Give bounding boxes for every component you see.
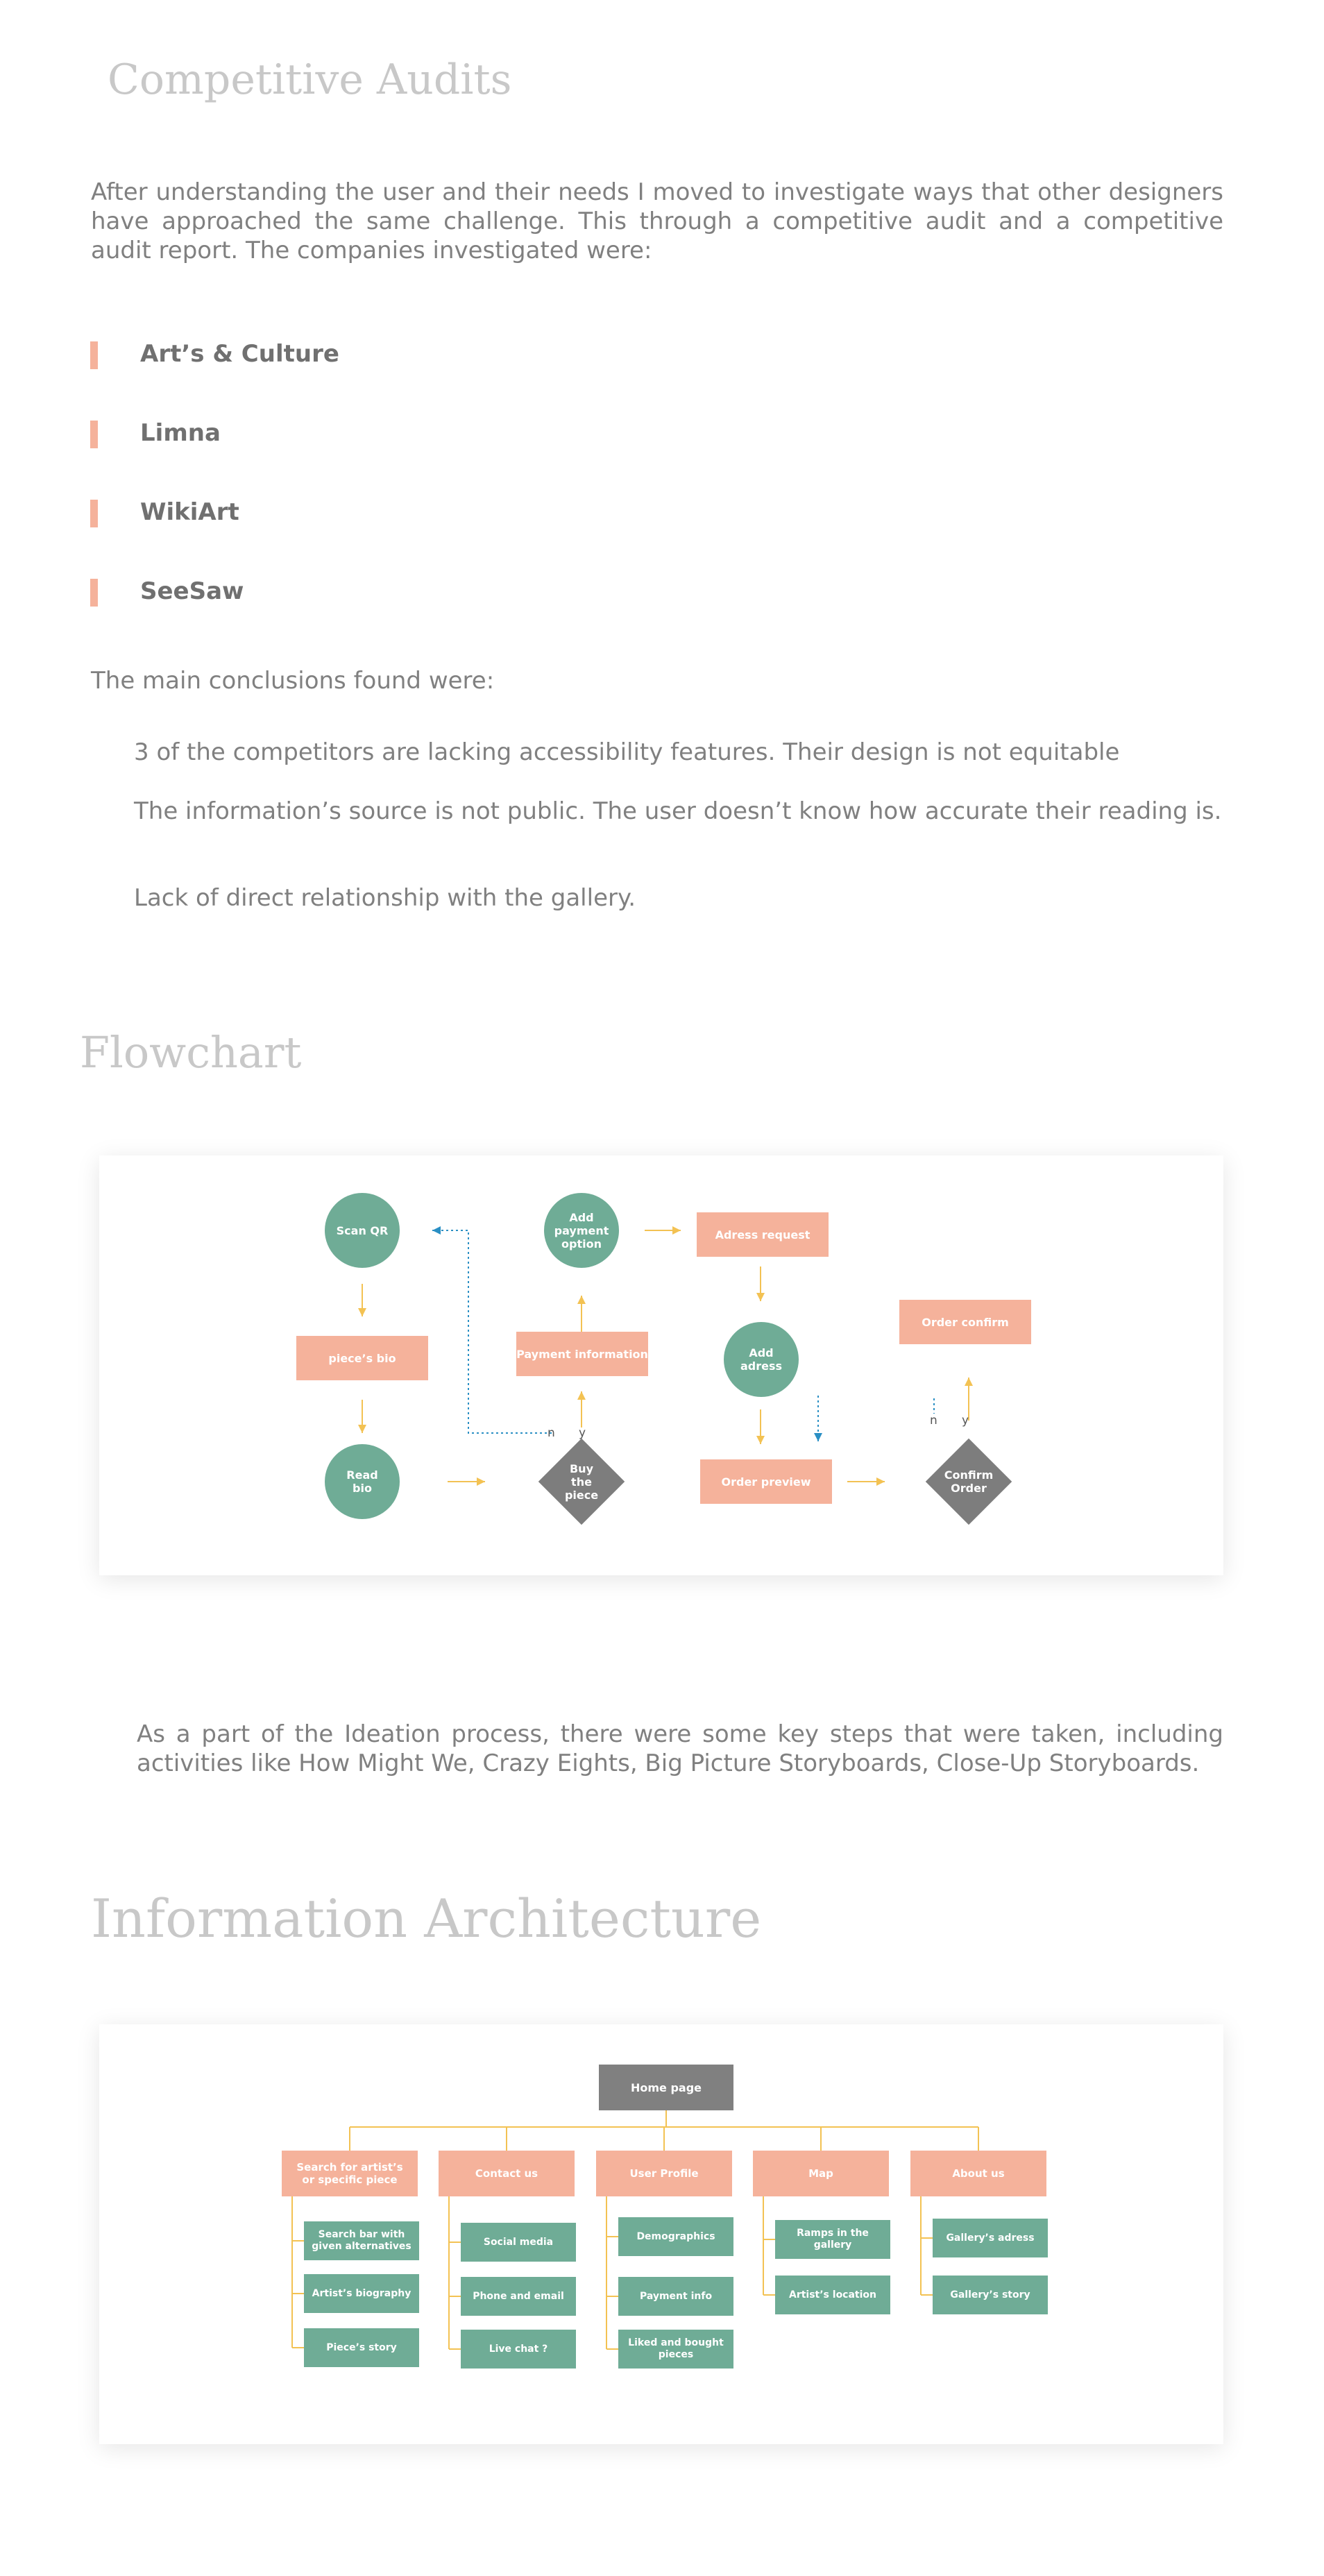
ia-card: Home page Search for artist’s or specifi… bbox=[99, 2024, 1223, 2444]
information-architecture-title: Information Architecture bbox=[91, 1888, 762, 1949]
conclusions-heading: The main conclusions found were: bbox=[91, 667, 495, 695]
node-pieces-bio: piece’s bio bbox=[296, 1336, 428, 1380]
node-adress-request: Adress request bbox=[697, 1212, 829, 1257]
branch-label-n: n bbox=[930, 1414, 937, 1427]
conclusion-item: Lack of direct relationship with the gal… bbox=[134, 884, 636, 912]
node-scan-qr: Scan QR bbox=[325, 1193, 400, 1268]
company-accent-bar bbox=[90, 500, 98, 527]
competitive-intro: After understanding the user and their n… bbox=[91, 178, 1223, 264]
company-label: SeeSaw bbox=[140, 577, 244, 605]
decision-label: Confirm Order bbox=[944, 1468, 994, 1495]
ia-head-contact-us: Contact us bbox=[439, 2151, 575, 2196]
ia-item: Gallery’s story bbox=[933, 2276, 1048, 2314]
ia-item: Ramps in the gallery bbox=[775, 2220, 890, 2259]
company-accent-bar bbox=[90, 579, 98, 607]
decision-label: Buy the piece bbox=[564, 1461, 599, 1502]
ia-item: Piece’s story bbox=[304, 2328, 419, 2367]
branch-label-y: y bbox=[962, 1414, 969, 1427]
branch-label-y: y bbox=[579, 1426, 586, 1440]
ia-item: Social media bbox=[461, 2223, 576, 2262]
node-confirm-order: Confirm Order bbox=[925, 1438, 1012, 1525]
ia-head-map: Map bbox=[753, 2151, 889, 2196]
conclusion-item: The information’s source is not public. … bbox=[134, 797, 1222, 825]
ia-item: Search bar with given alternatives bbox=[304, 2221, 419, 2260]
node-read-bio: Read bio bbox=[325, 1444, 400, 1519]
ia-item: Phone and email bbox=[461, 2277, 576, 2316]
ia-root-home-page: Home page bbox=[599, 2065, 733, 2110]
ia-head-about-us: About us bbox=[910, 2151, 1046, 2196]
node-order-confirm: Order confirm bbox=[899, 1300, 1031, 1344]
ideation-paragraph: As a part of the Ideation process, there… bbox=[137, 1720, 1223, 1777]
node-buy-the-piece: Buy the piece bbox=[538, 1438, 625, 1525]
company-accent-bar bbox=[90, 341, 98, 369]
ia-item: Payment info bbox=[618, 2277, 733, 2316]
ia-item: Artist’s location bbox=[775, 2276, 890, 2314]
ia-item: Artist’s biography bbox=[304, 2274, 419, 2313]
ia-head-search: Search for artist’s or specific piece bbox=[282, 2151, 418, 2196]
flowchart-connectors bbox=[358, 1226, 973, 1486]
ia-item: Liked and bought pieces bbox=[618, 2330, 733, 2369]
conclusion-item: 3 of the competitors are lacking accessi… bbox=[134, 738, 1120, 766]
ia-item: Demographics bbox=[618, 2217, 733, 2256]
node-payment-information: Payment information bbox=[516, 1332, 648, 1376]
ia-item: Gallery’s adress bbox=[933, 2219, 1048, 2257]
node-order-preview: Order preview bbox=[700, 1459, 832, 1504]
company-label: Limna bbox=[140, 419, 221, 447]
company-label: Art’s & Culture bbox=[140, 340, 339, 368]
company-accent-bar bbox=[90, 421, 98, 448]
competitive-audits-title: Competitive Audits bbox=[108, 56, 512, 104]
flowchart-title: Flowchart bbox=[80, 1027, 302, 1078]
ia-connectors bbox=[291, 2110, 979, 2350]
node-add-payment: Add payment option bbox=[544, 1193, 619, 1268]
branch-label-n: n bbox=[548, 1426, 555, 1440]
company-label: WikiArt bbox=[140, 498, 239, 526]
flowchart-card: Scan QR piece’s bio Read bio Add payment… bbox=[99, 1155, 1223, 1575]
node-add-adress: Add adress bbox=[724, 1322, 799, 1397]
ia-item: Live chat ? bbox=[461, 2330, 576, 2369]
ia-head-user-profile: User Profile bbox=[596, 2151, 732, 2196]
